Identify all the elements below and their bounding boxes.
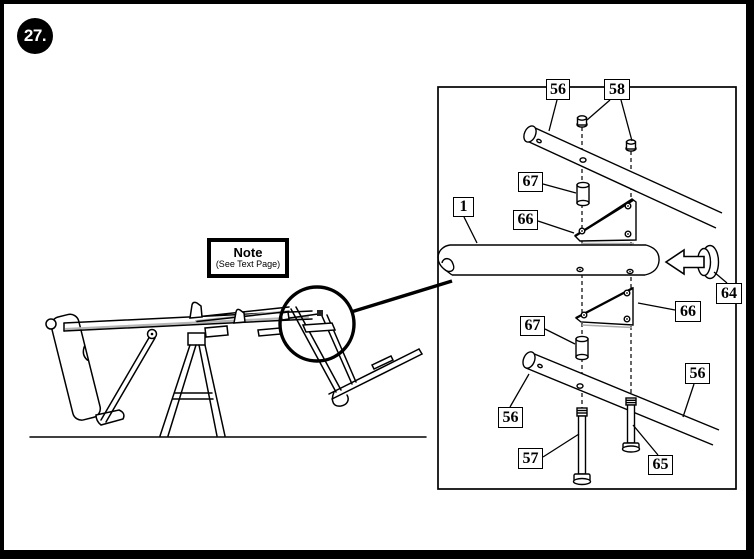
callout-main-tube: 1: [453, 197, 474, 217]
note-box: Note (See Text Page): [207, 238, 289, 278]
magnifier-circle: [278, 285, 356, 363]
nut-right: [625, 139, 637, 152]
bolt-long-drawing: [572, 407, 592, 486]
leader-lines: [463, 99, 728, 458]
callout-short-bolt: 65: [648, 455, 673, 475]
callout-nuts: 58: [604, 79, 630, 100]
main-tube-drawing: [437, 244, 660, 276]
callout-end-cap: 64: [716, 283, 742, 304]
note-title: Note: [233, 245, 263, 261]
callout-lower-tube-right: 56: [685, 363, 710, 384]
callout-bracket-upper: 66: [513, 210, 538, 230]
note-subtitle: (See Text Page): [215, 259, 281, 270]
bracket-upper-drawing: [573, 198, 637, 245]
bolt-short-drawing: [621, 397, 641, 453]
support-strut: [100, 328, 158, 423]
seat-rail: [189, 301, 290, 324]
callout-upper-tube: 56: [546, 79, 570, 100]
insert-arrow-icon: [664, 248, 705, 276]
callout-lower-tube-left: 56: [498, 407, 523, 428]
step-number-badge: 27.: [17, 18, 53, 54]
pointer-line: [350, 279, 453, 314]
detail-view: [278, 86, 737, 490]
nut-left: [576, 115, 588, 128]
callout-spacer-upper: 67: [518, 172, 543, 192]
foot-assembly: [289, 306, 423, 407]
spacer-lower-drawing: [575, 335, 589, 361]
upper-tube-drawing: [523, 125, 723, 229]
lower-tube-drawing: [522, 351, 720, 446]
main-beam: [63, 310, 313, 338]
step-number: 27.: [23, 26, 47, 45]
callout-bracket-lower: 66: [675, 301, 701, 322]
a-frame: [159, 332, 226, 437]
bracket-lower-drawing: [574, 286, 634, 329]
backrest-pad: [45, 313, 125, 426]
callout-long-bolt: 57: [518, 448, 543, 469]
callout-spacer-lower: 67: [520, 316, 545, 336]
spacer-upper-drawing: [576, 181, 590, 207]
main-figure: [29, 301, 427, 438]
